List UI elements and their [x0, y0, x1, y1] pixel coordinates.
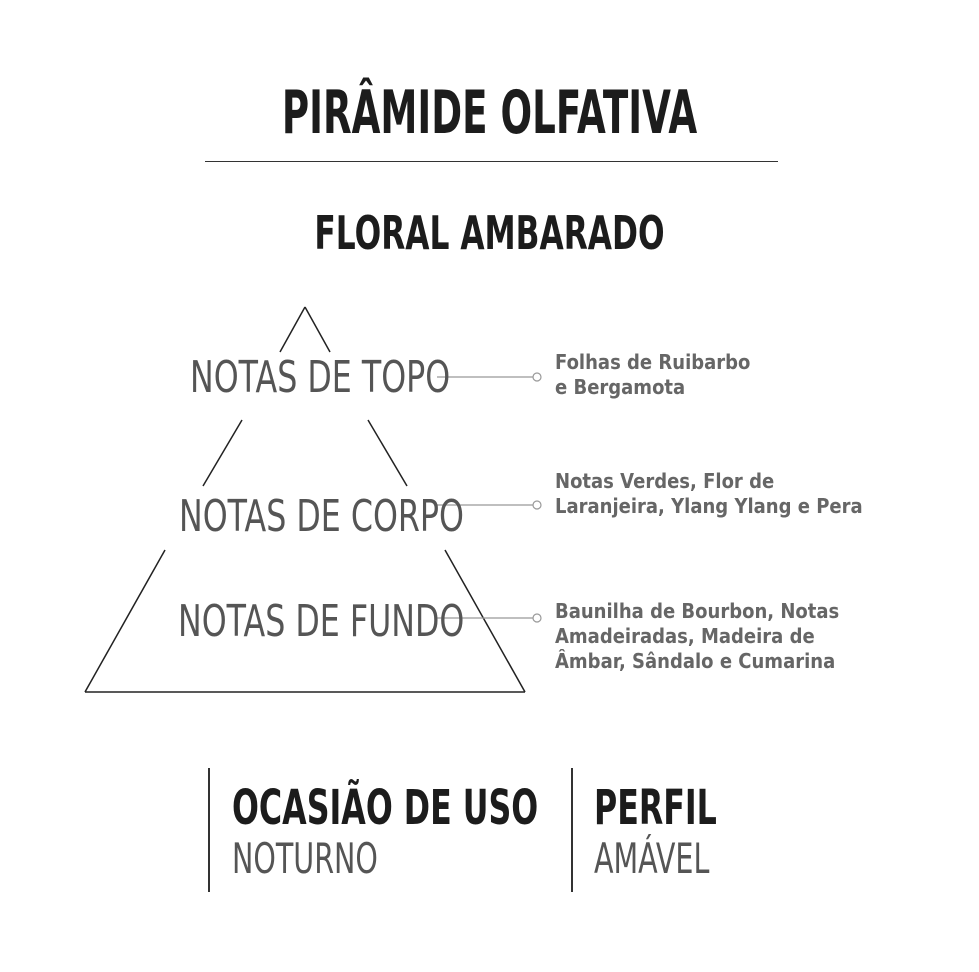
- footer-divider-left: [208, 768, 210, 892]
- notes-fundo: Baunilha de Bourbon, Notas Amadeiradas, …: [555, 599, 839, 674]
- notes-corpo: Notas Verdes, Flor de Laranjeira, Ylang …: [555, 469, 863, 519]
- tier-label-fundo: NOTAS DE FUNDO: [178, 596, 465, 647]
- pyramid-edge: [367, 419, 408, 487]
- perfil-value: AMÁVEL: [594, 834, 710, 883]
- note-line: Laranjeira, Ylang Ylang e Pera: [555, 494, 863, 518]
- connector-dot-topo: [532, 372, 542, 382]
- pyramid-edge: [304, 306, 331, 353]
- pyramid-edge: [444, 549, 526, 693]
- pyramid-edge: [84, 549, 166, 693]
- tier-label-topo: NOTAS DE TOPO: [190, 352, 451, 403]
- ocasiao-label: OCASIÃO DE USO: [232, 780, 539, 836]
- perfil-label: PERFIL: [594, 780, 717, 836]
- connector-dot-corpo: [532, 500, 542, 510]
- pyramid-edge: [279, 306, 306, 353]
- note-line: Âmbar, Sândalo e Cumarina: [555, 649, 836, 673]
- footer-divider-right: [571, 768, 573, 892]
- fragrance-family: FLORAL AMBARADO: [314, 206, 665, 260]
- note-line: Baunilha de Bourbon, Notas: [555, 599, 840, 623]
- ocasiao-value: NOTURNO: [232, 834, 378, 883]
- tier-label-corpo: NOTAS DE CORPO: [179, 491, 464, 542]
- page-title: PIRÂMIDE OLFATIVA: [281, 78, 698, 148]
- pyramid-edge: [202, 419, 243, 487]
- note-line: Notas Verdes, Flor de: [555, 469, 775, 493]
- note-line: e Bergamota: [555, 375, 686, 399]
- note-line: Amadeiradas, Madeira de: [555, 624, 815, 648]
- connector-dot-fundo: [532, 613, 542, 623]
- title-divider: [205, 161, 778, 162]
- notes-topo: Folhas de Ruibarbo e Bergamota: [555, 350, 750, 400]
- note-line: Folhas de Ruibarbo: [555, 350, 751, 374]
